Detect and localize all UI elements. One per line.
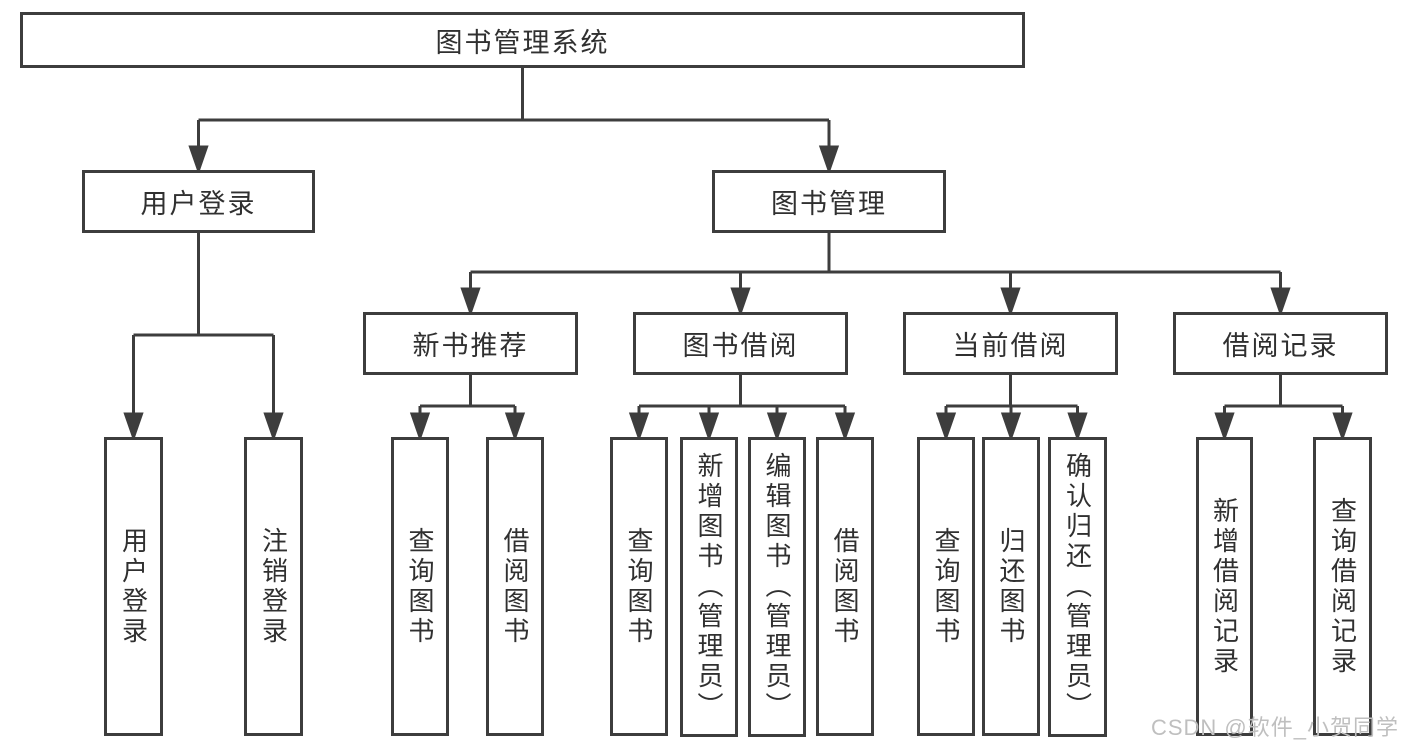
leaf-query-borrow-record: 查询借阅记录 (1313, 437, 1372, 736)
leaf-query-books-current-label: 查询图书 (931, 526, 961, 647)
node-book-management: 图书管理 (712, 170, 946, 233)
leaf-confirm-return-admin: 确认归还（管理员） (1048, 437, 1107, 737)
edge-bookborrow-to-leaves (628, 375, 856, 442)
leaf-query-books-borrow-label: 查询图书 (624, 526, 654, 647)
node-new-book-recommend-label: 新书推荐 (412, 331, 529, 361)
edge-newbook-to-leaves (409, 375, 526, 442)
leaf-borrow-books-2: 借阅图书 (816, 437, 874, 736)
node-user-login-label: 用户登录 (140, 189, 257, 219)
leaf-borrow-books-recommend-label: 借阅图书 (500, 526, 530, 647)
leaf-query-books-recommend-label: 查询图书 (405, 526, 435, 647)
leaf-user-login-label: 用户登录 (118, 526, 149, 647)
leaf-return-book-label: 归还图书 (996, 526, 1026, 647)
leaf-add-borrow-record: 新增借阅记录 (1196, 437, 1253, 736)
edge-bookmgmt-to-level3 (460, 233, 1291, 317)
leaf-borrow-books-recommend: 借阅图书 (486, 437, 544, 736)
leaf-add-book-admin: 新增图书（管理员） (680, 437, 738, 737)
leaf-user-login: 用户登录 (104, 437, 163, 736)
edge-records-to-leaves (1214, 375, 1353, 442)
leaf-query-books-recommend: 查询图书 (391, 437, 449, 736)
leaf-add-book-admin-label: 新增图书（管理员） (694, 452, 724, 722)
node-book-borrow-label: 图书借阅 (682, 331, 799, 361)
leaf-edit-book-admin: 编辑图书（管理员） (748, 437, 806, 737)
node-root: 图书管理系统 (20, 12, 1025, 68)
edge-root-to-level2 (188, 68, 840, 175)
leaf-edit-book-admin-label: 编辑图书（管理员） (762, 452, 792, 722)
node-user-login: 用户登录 (82, 170, 315, 233)
leaf-query-borrow-record-label: 查询借阅记录 (1327, 496, 1358, 677)
node-current-borrow: 当前借阅 (903, 312, 1118, 375)
leaf-logout-label: 注销登录 (258, 526, 289, 647)
node-book-borrow: 图书借阅 (633, 312, 848, 375)
node-root-label: 图书管理系统 (435, 27, 610, 58)
leaf-query-books-current: 查询图书 (917, 437, 975, 736)
edge-currentborrow-to-leaves (935, 375, 1088, 442)
leaf-query-books-borrow: 查询图书 (610, 437, 668, 736)
csdn-watermark: CSDN @软件_小贺同学 (1150, 715, 1399, 740)
node-book-management-label: 图书管理 (771, 189, 887, 219)
edge-userlogin-to-leaves (123, 233, 284, 442)
leaf-borrow-books-2-label: 借阅图书 (830, 526, 860, 647)
leaf-add-borrow-record-label: 新增借阅记录 (1209, 496, 1240, 677)
leaf-confirm-return-admin-label: 确认归还（管理员） (1062, 452, 1093, 722)
leaf-return-book: 归还图书 (982, 437, 1040, 736)
leaf-logout: 注销登录 (244, 437, 303, 736)
node-borrow-records-label: 借阅记录 (1222, 331, 1339, 361)
node-current-borrow-label: 当前借阅 (952, 331, 1069, 361)
node-borrow-records: 借阅记录 (1173, 312, 1388, 375)
node-new-book-recommend: 新书推荐 (363, 312, 578, 375)
